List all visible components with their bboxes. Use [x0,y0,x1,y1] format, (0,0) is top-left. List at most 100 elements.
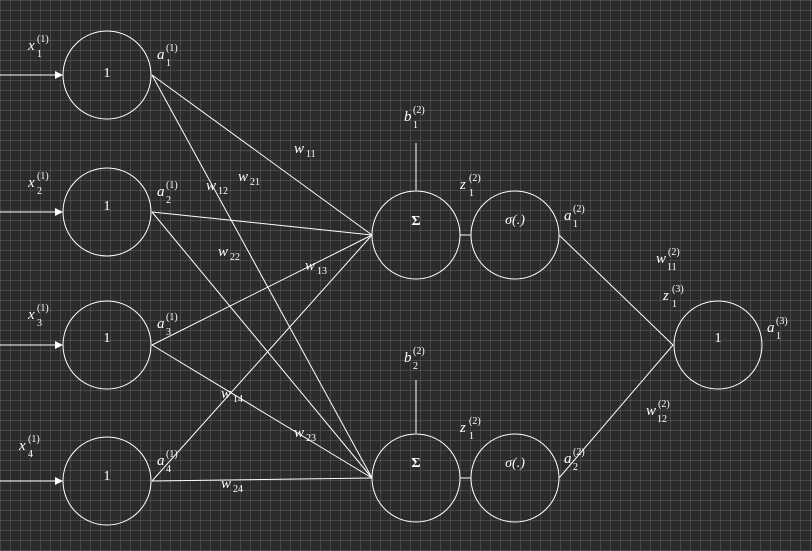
svg-text:(3): (3) [672,284,684,295]
svg-text:w: w [221,476,231,492]
svg-text:z: z [662,288,669,304]
label-x3: x(1) 3 [27,303,49,329]
svg-text:1: 1 [37,49,42,60]
svg-text:w: w [305,258,315,274]
svg-text:21: 21 [250,177,260,188]
label-b2-2: b(2)2 [404,346,425,372]
edge-w24 [151,477,373,482]
input-node-1-label: 1 [104,66,111,81]
svg-text:(1): (1) [37,171,49,182]
svg-text:a: a [157,184,165,200]
label-a4-1: a(1)4 [157,449,178,475]
svg-text:4: 4 [166,464,171,475]
activation-node-1-label: σ(.) [505,213,525,228]
input-node-1 [62,30,152,120]
edge-w22 [151,211,373,479]
svg-text:w: w [646,403,656,419]
edge-w11-2 [558,234,674,346]
svg-text:z: z [459,420,466,436]
label-b1-2: b(2) 1 [404,105,425,131]
input-node-3 [62,300,152,390]
svg-text:1: 1 [672,299,677,310]
svg-text:(2): (2) [658,399,670,410]
edge-w12 [151,211,373,236]
svg-text:11: 11 [667,262,677,273]
svg-text:(3): (3) [776,316,788,327]
svg-text:14: 14 [233,394,243,405]
svg-text:4: 4 [28,449,33,460]
label-a3-1: a(1)3 [157,312,178,338]
label-z1-2-top: z(2)1 [459,173,481,199]
svg-text:b: b [404,109,412,125]
edge-w23 [151,344,373,479]
svg-text:(2): (2) [413,105,425,116]
svg-text:(1): (1) [166,449,178,460]
label-a1-3: a(3)1 [767,316,788,342]
svg-text:a: a [157,47,165,63]
label-a2-1: a(1) 2 [157,180,178,206]
svg-text:(2): (2) [469,416,481,427]
label-x1: x(1)1 [27,34,49,60]
label-a2-2: a(2)2 [564,447,585,473]
edge-w12-2 [558,344,674,479]
svg-text:w: w [294,425,304,441]
label-x4: x(1) 4 [18,434,40,460]
svg-text:w: w [294,141,304,157]
svg-text:(1): (1) [166,180,178,191]
label-z1-2-bottom: z(2) 1 [459,416,481,442]
activation-node-2-label: σ(.) [505,456,525,471]
svg-text:23: 23 [306,433,316,444]
svg-text:12: 12 [657,414,667,425]
activation-node-2 [470,433,560,523]
svg-text:(1): (1) [37,303,49,314]
sum-node-2 [371,433,461,523]
edge-w14 [151,234,373,482]
svg-text:2: 2 [573,462,578,473]
sum-node-2-label: Σ [411,456,420,471]
svg-text:2: 2 [37,186,42,197]
svg-text:(1): (1) [166,43,178,54]
edge-w13 [151,234,373,346]
output-node-label: 1 [715,331,722,346]
label-z1-3: z(3) 1 [662,284,684,310]
input-node-3-label: 1 [104,331,111,346]
svg-text:w: w [206,178,216,194]
svg-text:w: w [656,251,666,267]
svg-text:(1): (1) [28,434,40,445]
svg-text:3: 3 [37,318,42,329]
svg-text:w: w [238,169,248,185]
svg-text:1: 1 [166,58,171,69]
svg-text:b: b [404,350,412,366]
svg-text:x: x [27,175,35,191]
svg-text:a: a [767,320,775,336]
svg-text:(2): (2) [469,173,481,184]
svg-text:13: 13 [317,266,327,277]
svg-text:1: 1 [469,431,474,442]
svg-text:(1): (1) [37,34,49,45]
svg-text:2: 2 [413,361,418,372]
svg-text:x: x [27,307,35,323]
svg-text:2: 2 [166,195,171,206]
svg-text:z: z [459,177,466,193]
activation-node-1 [470,190,560,280]
svg-text:x: x [18,438,26,454]
svg-text:(2): (2) [668,247,680,258]
svg-text:24: 24 [233,484,243,495]
label-a1-2: a(2)1 [564,204,585,230]
svg-text:a: a [157,316,165,332]
svg-text:1: 1 [413,120,418,131]
svg-text:11: 11 [306,149,316,160]
input-node-2 [62,167,152,257]
sum-node-1 [371,190,461,280]
label-w12-2: w(2) 12 [646,399,670,425]
output-node [673,300,763,390]
input-node-4-label: 1 [104,469,111,484]
svg-text:22: 22 [230,252,240,263]
